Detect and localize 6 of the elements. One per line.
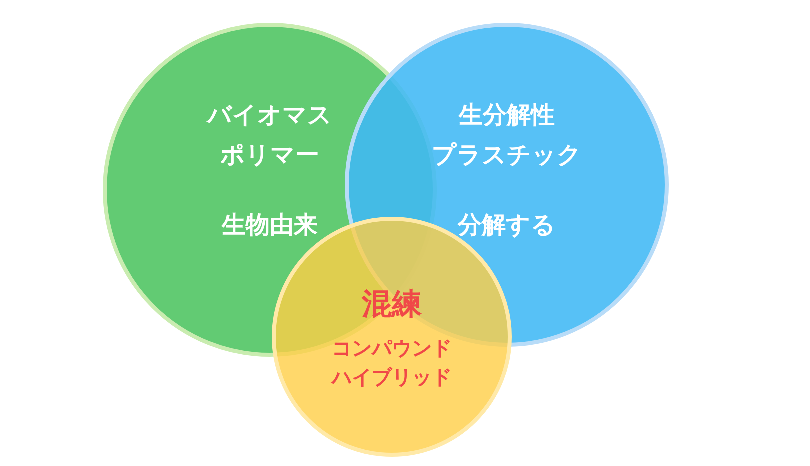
circle-heading: バイオマスポリマー [208,100,332,171]
circle-label: 生物由来 [222,210,318,241]
circle-heading: 生分解性プラスチック [432,100,582,171]
circle-label: 分解する [458,210,556,241]
circle-label: コンパウンドハイブリッド [332,335,452,391]
circle-heading: 混練 [362,286,422,324]
